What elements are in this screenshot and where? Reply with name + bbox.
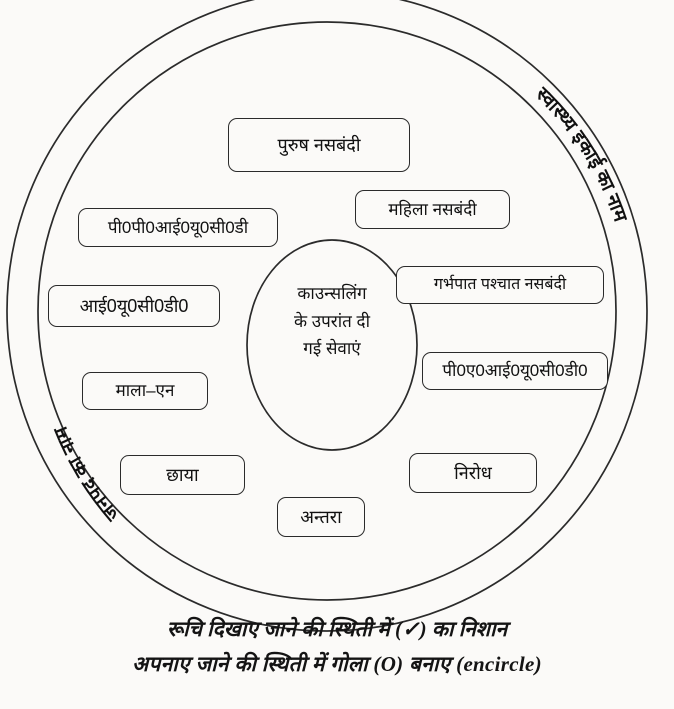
service-box-garbhpat-pashchat-nasbandi[interactable]: गर्भपात पश्चात नसबंदी xyxy=(396,266,604,304)
service-label: पी0पी0आई0यू0सी0डी xyxy=(107,217,249,237)
center-ellipse xyxy=(246,239,418,451)
service-label: गर्भपात पश्चात नसबंदी xyxy=(433,275,567,293)
service-label: महिला नसबंदी xyxy=(388,199,477,219)
service-box-iucd[interactable]: आई0यू0सी0डी0 xyxy=(48,285,220,327)
service-box-purush-nasbandi[interactable]: पुरुष नसबंदी xyxy=(228,118,410,172)
service-label: छाया xyxy=(166,464,199,485)
service-label: निरोध xyxy=(454,462,492,483)
service-box-mahila-nasbandi[interactable]: महिला नसबंदी xyxy=(355,190,510,229)
service-label: माला–एन xyxy=(115,381,175,401)
service-label: आई0यू0सी0डी0 xyxy=(79,295,189,316)
center-ellipse-label: काउन्सलिंग के उपरांत दी गई सेवाएं xyxy=(294,284,370,359)
ring-label-right: स्वास्थ्य इकाई का नाम xyxy=(531,83,631,225)
service-label: पी0ए0आई0यू0सी0डी0 xyxy=(442,361,588,381)
footer-note-line-2: अपनाए जाने की स्थिती में गोला (O) बनाए (… xyxy=(132,651,542,676)
service-box-mala-n[interactable]: माला–एन xyxy=(82,372,208,410)
service-box-chhaya[interactable]: छाया xyxy=(120,455,245,495)
service-label: पुरुष नसबंदी xyxy=(277,134,361,155)
service-label: अन्तरा xyxy=(300,506,342,527)
ring-label-left: जनपद का नाम xyxy=(50,423,124,525)
service-box-ppiucd[interactable]: पी0पी0आई0यू0सी0डी xyxy=(78,208,278,247)
service-box-nirodh[interactable]: निरोध xyxy=(409,453,537,493)
service-box-paiucd[interactable]: पी0ए0आई0यू0सी0डी0 xyxy=(422,352,608,390)
footer-note-line-1: रूचि दिखाए जाने की स्थिती में (✓) का निश… xyxy=(166,617,508,641)
outer-ring-circle xyxy=(6,0,648,632)
service-box-antara[interactable]: अन्तरा xyxy=(277,497,365,537)
footer-instruction-note: रूचि दिखाए जाने की स्थिती में (✓) का निश… xyxy=(0,612,674,681)
inner-ring-circle xyxy=(37,21,617,601)
